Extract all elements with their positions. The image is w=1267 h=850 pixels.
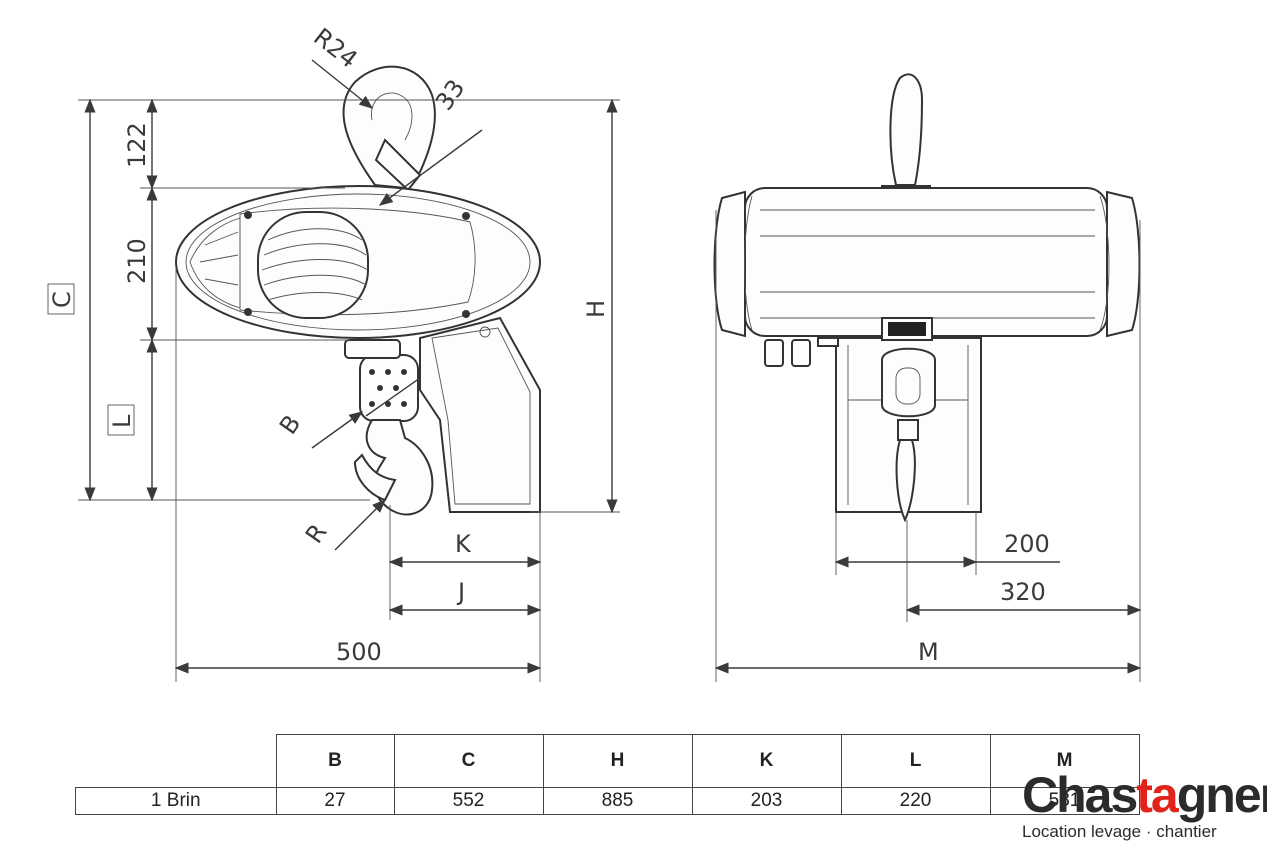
front-motor-body	[713, 187, 1141, 338]
table-cell: 581	[989, 787, 1140, 815]
table-header-cell: M	[989, 734, 1140, 788]
cable-glands	[764, 337, 839, 367]
technical-drawing: R24 33 122 210 C L H B R K J 500	[47, 23, 1142, 682]
label-b: B	[274, 410, 306, 440]
label-320: 320	[1000, 578, 1046, 606]
motor-fan-grille	[261, 228, 369, 301]
motor-body	[175, 185, 541, 339]
table-header-cell: B	[275, 734, 395, 788]
table-row: 1 Brin 27 552 885 203 220 581	[75, 787, 1140, 815]
chastagner-logo: Chastagner Location levage · chantier	[1022, 767, 1267, 845]
label-r24: R24	[308, 23, 362, 74]
bottom-hook-block	[344, 339, 434, 516]
chain-bag	[419, 316, 541, 513]
label-122: 122	[123, 122, 151, 168]
table-corner-cell	[76, 735, 277, 788]
label-m: M	[918, 638, 939, 666]
front-view: 200 320 M	[713, 73, 1142, 682]
table-cell: 220	[840, 787, 991, 815]
side-dimensions	[47, 59, 620, 682]
front-dimensions	[714, 210, 1142, 682]
top-hook	[342, 65, 436, 192]
logo-name-part: Chas	[1022, 767, 1138, 823]
label-200: 200	[1004, 530, 1050, 558]
table-cell: 885	[542, 787, 693, 815]
label-c: C	[48, 291, 76, 308]
table-cell: 552	[393, 787, 544, 815]
table-header-cell: H	[542, 734, 693, 788]
label-j: J	[456, 578, 465, 606]
logo-wordmark: Chastagner	[1022, 767, 1267, 823]
table-cell: 27	[275, 787, 395, 815]
front-bottom-hook	[881, 317, 936, 523]
front-top-hook	[881, 73, 931, 207]
table-header-cell: C	[393, 734, 544, 788]
logo-name-part: gner	[1176, 767, 1267, 823]
table-cell: 203	[691, 787, 842, 815]
logo-tagline: Location levage · chantier	[1022, 822, 1217, 841]
dimension-table: B C H K L M 1 Brin 27 552 885 203 220 58…	[75, 734, 1140, 815]
logo-name-accent: ta	[1136, 767, 1178, 823]
table-row-label: 1 Brin	[75, 787, 277, 815]
label-h: H	[582, 300, 610, 318]
table-header-cell: K	[691, 734, 842, 788]
label-l: L	[108, 414, 136, 428]
label-210: 210	[123, 238, 151, 284]
label-33: 33	[430, 74, 470, 115]
label-500: 500	[336, 638, 382, 666]
table-header-cell: L	[840, 734, 991, 788]
side-view: R24 33 122 210 C L H B R K J 500	[47, 23, 620, 682]
label-k: K	[455, 530, 472, 558]
table-header-row: B C H K L M	[76, 734, 1140, 788]
label-r: R	[300, 519, 333, 549]
